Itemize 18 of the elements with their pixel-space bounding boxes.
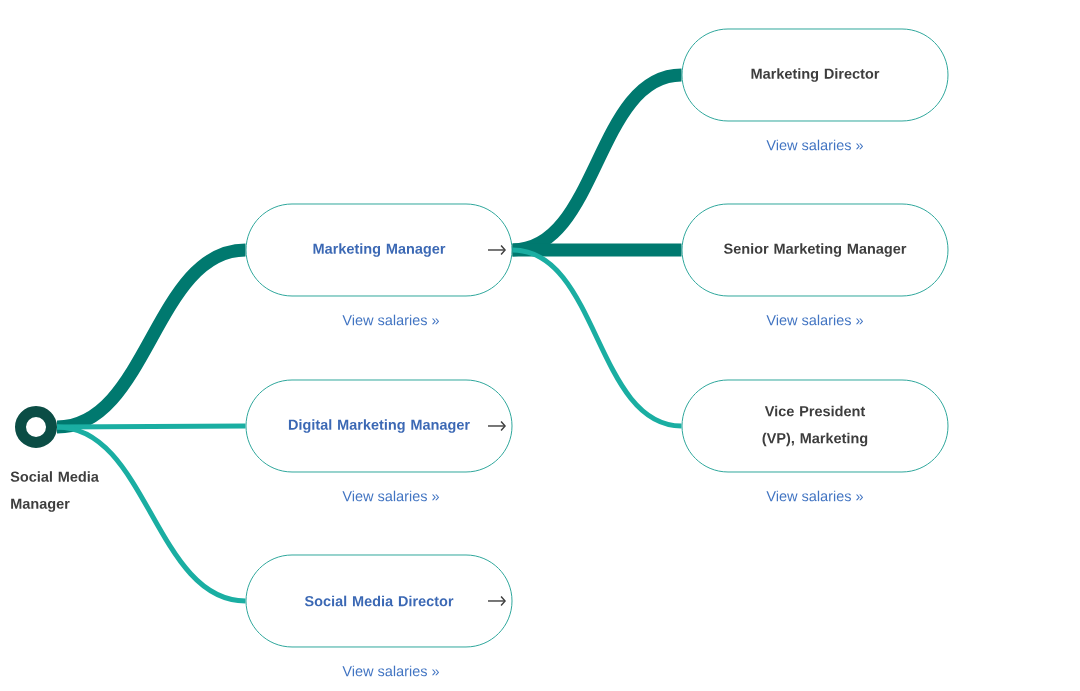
role-box: Marketing Manager	[245, 203, 513, 297]
role-label: Social Media Manager	[10, 471, 99, 512]
role-box: Senior Marketing Manager	[681, 203, 949, 297]
salary-link: View salaries »	[766, 139, 863, 151]
role-box: Social Media Director	[245, 554, 513, 648]
path-line	[57, 423, 246, 430]
path-line	[512, 243, 682, 257]
salary-link: View salaries »	[766, 314, 863, 326]
role-box: Vice President (VP), Marketing	[681, 379, 949, 473]
path-line	[56, 424, 246, 604]
role-box: Marketing Director	[681, 28, 949, 122]
salary-link: View salaries »	[342, 314, 439, 326]
salary-link: View salaries »	[342, 665, 439, 677]
role-box: Digital Marketing Manager	[245, 379, 513, 473]
salary-link: View salaries »	[766, 490, 863, 502]
salary-link: View salaries »	[342, 490, 439, 502]
path-line	[512, 247, 682, 429]
path-line	[55, 243, 247, 434]
